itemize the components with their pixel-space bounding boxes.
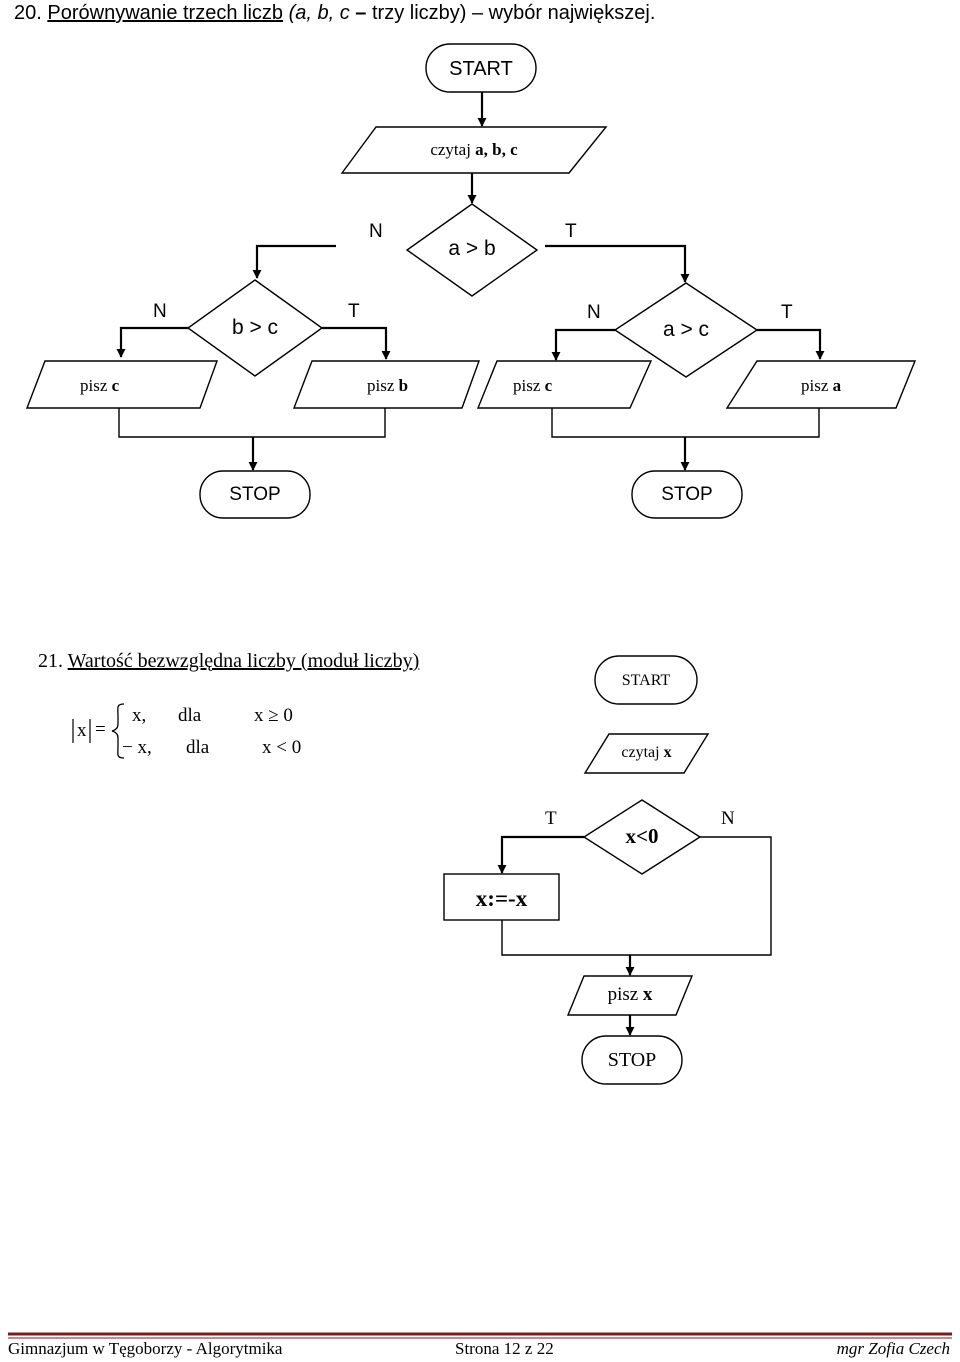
print-x-parallelogram [566,975,694,1016]
write-var: b [398,376,409,395]
write-var: x [642,984,653,1005]
cond-x-lt-0-label: x<0 [625,824,659,848]
page-number: 12 [503,1339,521,1358]
problem-20-title-vars: (a, b, c [288,2,350,24]
decision-b-gt-c [186,279,324,377]
output-c-right-parallelogram [476,360,653,409]
read-prefix: czytaj [621,744,664,761]
cond-ac-label: a > c [662,318,710,341]
cond-ab-yes-label: T [565,221,577,242]
write-prefix: pisz [80,376,112,395]
cond-ac-no-label: N [587,302,601,323]
formula-abs-x: x [77,720,87,741]
formula-case1-word: dla [178,705,202,726]
formula-case2-value: − x, [122,737,152,758]
read-prefix: czytaj [430,140,476,159]
output-b-parallelogram [292,360,480,409]
curly-brace [111,703,125,759]
problem-20-title-rest: trzy liczby) – wybór największej. [371,2,656,24]
cond-ab-label: a > b [448,237,496,260]
formula-equals: = [95,719,106,740]
merge-right-line [551,408,820,438]
output-b-label: pisz b [367,377,408,394]
problem-20-title-underlined: Porównywanie trzech liczb [47,2,284,24]
branch-bc-no-line [116,326,188,358]
write-var: c [544,376,553,395]
branch-ac-no-line [551,328,615,361]
stop-left-terminal [199,470,311,519]
formula-case1-cond: x ≥ 0 [254,705,293,726]
problem-21-title: Wartość bezwzględna liczby (moduł liczby… [67,650,420,672]
start-label: START [449,58,513,80]
decision-x-lt-0 [582,799,702,875]
output-c-left-label: pisz c [80,377,119,394]
read-abc-label: czytaj a, b, c [342,141,606,158]
read-vars: a, b, c [475,140,518,159]
start2-terminal [594,655,698,705]
problem-21-heading: 21. Wartość bezwzględna liczby (moduł li… [38,651,419,671]
stop-right-label: STOP [661,484,713,505]
read-abc-parallelogram [340,126,608,174]
decision-a-gt-c [613,282,759,378]
output-a-label: pisz a [801,377,841,394]
write-prefix: pisz [513,376,545,395]
output-a-parallelogram [725,360,917,409]
output-c-right-label: pisz c [513,377,552,394]
cond-bc-label: b > c [231,316,279,339]
footer-author: mgr Zofia Czech [836,1339,950,1358]
formula-case2-cond: x < 0 [262,737,302,758]
cond-bc-yes-label: T [348,301,360,322]
branch-ab-yes-line [545,244,690,283]
stop2-label: STOP [607,1049,657,1071]
footer-school: Gimnazjum w Tęgoborzy - Algorytmika [8,1339,283,1358]
cond-ab-no-label: N [369,221,383,242]
cond-bc-no-label: N [153,301,167,322]
read-x-parallelogram [583,733,710,774]
page-of: z [520,1339,537,1358]
cond-ac-yes-label: T [781,302,793,323]
read-var: x [663,744,672,761]
branch-yes-line [497,835,584,874]
page-prefix: Strona [455,1339,504,1358]
write-prefix: pisz [367,376,399,395]
write-var: a [832,376,842,395]
stop-right-terminal [631,470,743,519]
branch-ac-yes-line [757,328,825,360]
branch-ab-no-line [252,244,336,279]
print-x-label: pisz x [568,985,692,1004]
read-x-label: czytaj x [585,745,708,761]
decision-a-gt-b [405,203,539,297]
page-total: 22 [536,1339,554,1358]
output-c-left-parallelogram [25,360,218,409]
formula-case2-word: dla [186,737,210,758]
merge-left-line [118,408,386,438]
branch-no-line [630,836,772,956]
write-prefix: pisz [607,984,643,1005]
problem-20-dash: – [349,2,372,24]
stop-left-label: STOP [229,484,281,505]
branch-bc-yes-line [322,326,391,360]
problem-20-number: 20. [14,2,42,24]
merge-line-assign [501,920,630,956]
footer-page: Strona 12 z 22 [455,1340,554,1357]
stop2-terminal [581,1035,683,1085]
write-prefix: pisz [801,376,833,395]
cond-x-yes-label: T [545,808,557,829]
formula-case1-value: x, [132,705,147,726]
start2-label: START [621,672,671,689]
problem-21-number: 21. [38,650,63,672]
problem-20-heading: 20. Porównywanie trzech liczb (a, b, c –… [14,3,655,23]
write-var: c [111,376,120,395]
assign-label: x:=-x [475,886,528,911]
cond-x-no-label: N [721,808,735,829]
